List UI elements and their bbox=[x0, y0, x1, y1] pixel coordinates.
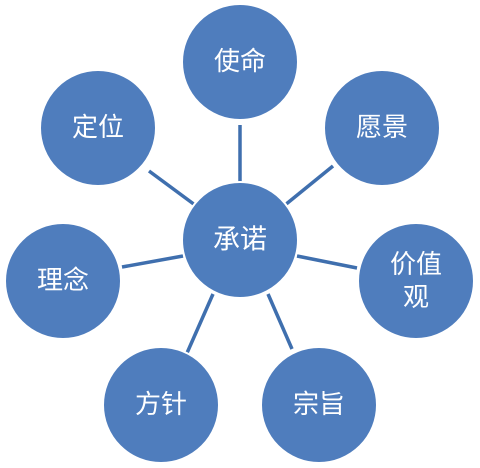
connector-zongzhi bbox=[266, 293, 294, 350]
connector-linian bbox=[121, 254, 184, 269]
node-linian-label: 理念 bbox=[37, 266, 89, 296]
node-zongzhi: 宗旨 bbox=[260, 346, 378, 464]
node-shiming-circle bbox=[181, 3, 299, 121]
node-dingwei-label: 定位 bbox=[72, 113, 124, 143]
connector-fangzhen bbox=[185, 293, 215, 354]
connectors bbox=[121, 125, 358, 354]
node-shiming-label: 使命 bbox=[214, 47, 266, 77]
node-jiazhiguan-label-line2: 观 bbox=[403, 283, 429, 313]
hub-circle bbox=[181, 181, 299, 299]
node-zongzhi-circle bbox=[260, 346, 378, 464]
hub-label: 承诺 bbox=[213, 225, 267, 256]
node-dingwei: 定位 bbox=[39, 69, 157, 187]
node-fangzhen: 方针 bbox=[102, 346, 220, 464]
node-jiazhiguan-label-line1: 价值 bbox=[390, 250, 442, 280]
connector-jiazhiguan bbox=[296, 254, 358, 270]
node-jiazhiguan-circle bbox=[357, 222, 475, 340]
node-linian: 理念 bbox=[4, 222, 122, 340]
node-fangzhen-circle bbox=[102, 346, 220, 464]
node-yuanjing-label: 愿景 bbox=[356, 113, 408, 143]
node-zongzhi-label: 宗旨 bbox=[293, 390, 345, 420]
node-shiming: 使命 bbox=[181, 3, 299, 121]
node-linian-circle bbox=[4, 222, 122, 340]
connector-dingwei bbox=[147, 169, 197, 207]
node-yuanjing: 愿景 bbox=[323, 69, 441, 187]
node-dingwei-circle bbox=[39, 69, 157, 187]
node-fangzhen-label: 方针 bbox=[135, 390, 187, 420]
hub-node: 承诺 bbox=[181, 181, 299, 299]
node-yuanjing-circle bbox=[323, 69, 441, 187]
node-jiazhiguan: 价值 观 bbox=[357, 222, 475, 340]
connector-yuanjing bbox=[283, 164, 335, 207]
